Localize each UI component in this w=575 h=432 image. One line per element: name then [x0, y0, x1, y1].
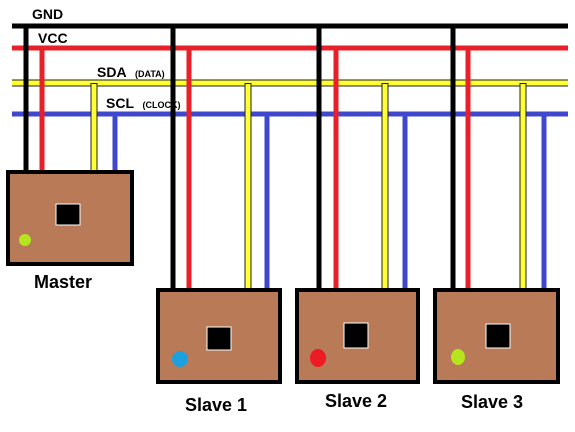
vcc-label: VCC	[38, 30, 68, 46]
slave2-name: Slave 2	[325, 391, 387, 411]
scl-note: (CLOCK)	[142, 100, 180, 110]
master-chip	[55, 203, 81, 226]
sda-label: SDA	[97, 64, 127, 80]
slave2-chip	[343, 322, 369, 349]
slave2-led	[310, 349, 326, 367]
slave3-led	[451, 349, 465, 365]
sda-note: (DATA)	[135, 69, 165, 79]
gnd-label: GND	[32, 6, 63, 22]
sda-label-group: SDA (DATA)	[97, 64, 165, 81]
scl-label: SCL	[106, 95, 134, 111]
slave1-chip	[206, 326, 232, 351]
slave1-led	[172, 351, 188, 367]
slave1-name: Slave 1	[185, 395, 247, 415]
master-led	[19, 234, 31, 246]
master-name: Master	[34, 272, 92, 292]
slave3-chip	[485, 323, 511, 349]
slave3-name: Slave 3	[461, 392, 523, 412]
scl-label-group: SCL (CLOCK)	[106, 95, 180, 112]
